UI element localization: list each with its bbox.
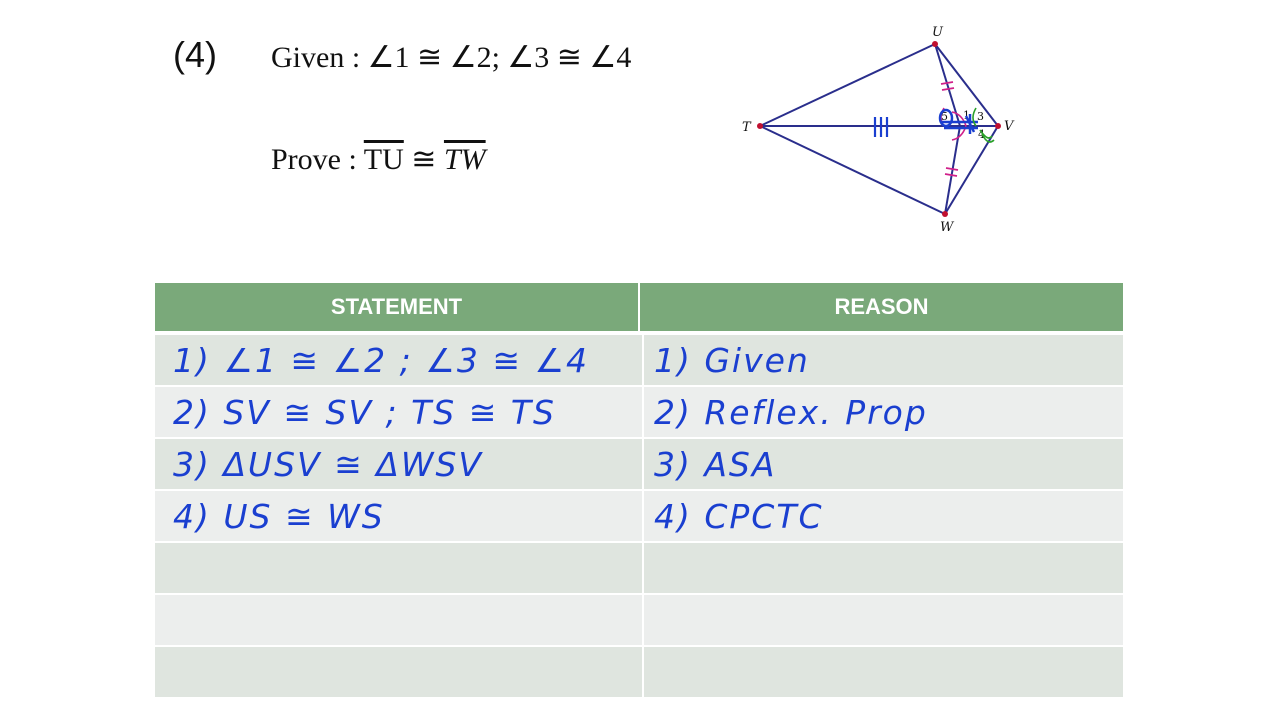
prove-segment-tu: TU xyxy=(363,143,404,176)
reason-cell: 1) Given xyxy=(642,335,1123,385)
reason-cell xyxy=(642,595,1123,645)
given-text: ∠1 ≅ ∠2; ∠3 ≅ ∠4 xyxy=(367,41,632,74)
header-reason: REASON xyxy=(638,283,1123,331)
given-prefix: Given : xyxy=(271,41,368,74)
segment-uv xyxy=(934,43,999,127)
problem-number: (4) xyxy=(173,34,217,75)
table-row xyxy=(155,647,1123,697)
table-row: 4) US ≅ WS 4) CPCTC xyxy=(155,491,1123,541)
segment-us xyxy=(934,43,961,127)
statement-cell: 4) US ≅ WS xyxy=(155,491,642,541)
prove-congruent: ≅ xyxy=(403,143,444,176)
point-w xyxy=(942,211,948,217)
statement-cell xyxy=(155,543,642,593)
point-v xyxy=(995,123,1001,129)
angle-label-3: 3 xyxy=(977,110,984,123)
reason-cell xyxy=(642,543,1123,593)
label-v: V xyxy=(1004,119,1015,134)
statement-cell xyxy=(155,647,642,697)
statement-cell: 3) ΔUSV ≅ ΔWSV xyxy=(155,439,642,489)
reason-cell: 4) CPCTC xyxy=(642,491,1123,541)
label-w: W xyxy=(940,220,955,235)
segment-tu xyxy=(759,43,936,127)
prove-statement: Prove : TU ≅ TW xyxy=(271,142,486,177)
given-statement: Given : ∠1 ≅ ∠2; ∠3 ≅ ∠4 xyxy=(271,40,631,75)
angle-arcs-green xyxy=(972,107,995,143)
label-t: T xyxy=(742,120,752,135)
angle-label-1: 1 xyxy=(963,109,970,122)
table-row: 1) ∠1 ≅ ∠2 ; ∠3 ≅ ∠4 1) Given xyxy=(155,335,1123,385)
statement-cell: 2) SV ≅ SV ; TS ≅ TS xyxy=(155,387,642,437)
table-row xyxy=(155,595,1123,645)
congruence-ticks-magenta xyxy=(940,81,959,177)
segment-tw xyxy=(759,125,946,215)
prove-segment-tw: TW xyxy=(443,143,486,176)
reason-cell xyxy=(642,647,1123,697)
header-statement: STATEMENT xyxy=(155,283,638,331)
prove-prefix: Prove : xyxy=(271,143,364,176)
kite-lines xyxy=(759,43,999,215)
angle-label-5: 5 xyxy=(941,110,948,123)
point-u xyxy=(932,41,938,47)
table-header: STATEMENT REASON xyxy=(155,283,1123,331)
label-u: U xyxy=(932,25,944,40)
point-t xyxy=(757,123,763,129)
vertex-points xyxy=(757,41,1001,217)
statement-cell xyxy=(155,595,642,645)
proof-table: STATEMENT REASON 1) ∠1 ≅ ∠2 ; ∠3 ≅ ∠4 1)… xyxy=(155,283,1123,697)
reason-cell: 3) ASA xyxy=(642,439,1123,489)
segment-wv xyxy=(944,125,999,215)
table-row xyxy=(155,543,1123,593)
congruence-ticks-blue xyxy=(873,117,889,137)
kite-diagram: U T V W 5 3 4 1 xyxy=(742,25,1015,235)
blue-marks-near-s xyxy=(938,108,978,134)
reason-cell: 2) Reflex. Prop xyxy=(642,387,1123,437)
segment-ws xyxy=(944,125,961,215)
statement-cell: 1) ∠1 ≅ ∠2 ; ∠3 ≅ ∠4 xyxy=(155,335,642,385)
table-row: 3) ΔUSV ≅ ΔWSV 3) ASA xyxy=(155,439,1123,489)
table-row: 2) SV ≅ SV ; TS ≅ TS 2) Reflex. Prop xyxy=(155,387,1123,437)
